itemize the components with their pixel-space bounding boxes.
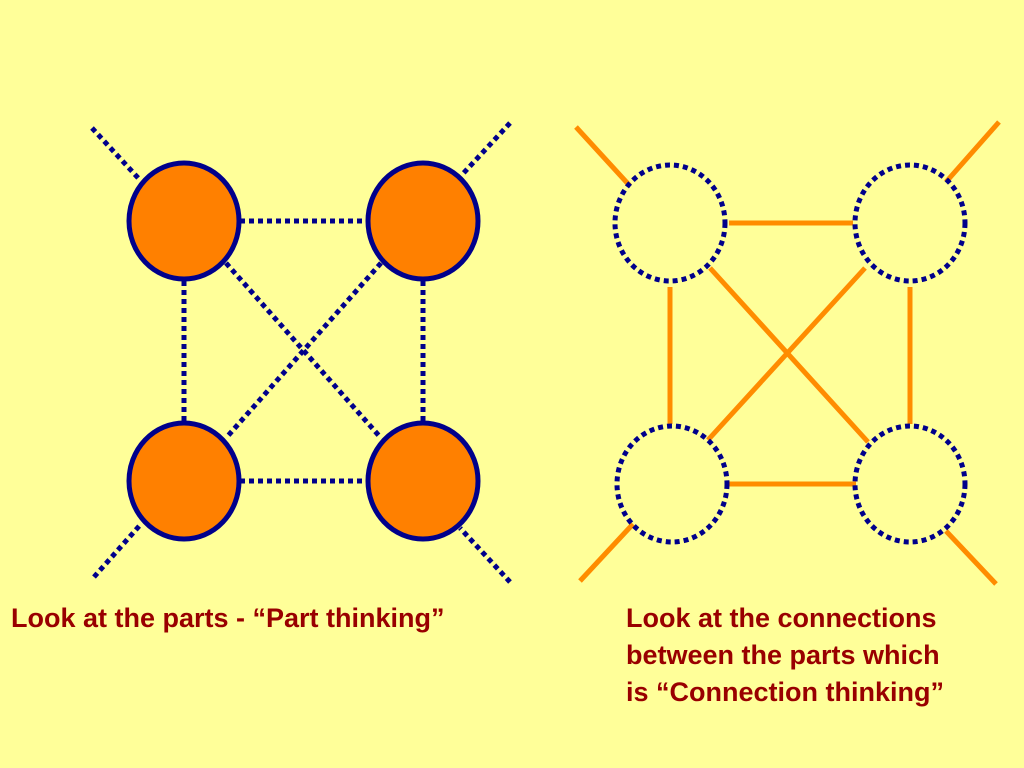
- node-top-left: [126, 160, 242, 282]
- caption-line: Look at the parts - “Part thinking”: [11, 603, 445, 633]
- link-diagonal-down: [708, 266, 870, 444]
- spoke-top-left: [90, 126, 142, 182]
- caption-line: is “Connection thinking”: [626, 677, 944, 707]
- spoke-top-left: [574, 125, 632, 188]
- caption-line: Look at the connections: [626, 603, 937, 633]
- connection-thinking-diagram: [574, 120, 1001, 586]
- caption-part-thinking: Look at the parts - “Part thinking”: [11, 600, 445, 637]
- node-bottom-right: [852, 423, 968, 545]
- link-diagonal-up: [706, 266, 867, 442]
- link-diagonal-down: [224, 261, 383, 440]
- node-bottom-left: [126, 420, 242, 542]
- part-thinking-diagram: [90, 121, 512, 584]
- node-top-right: [365, 160, 481, 282]
- node-top-right: [852, 162, 968, 284]
- spoke-top-right: [944, 120, 1001, 184]
- node-bottom-right: [365, 420, 481, 542]
- spoke-bottom-right: [458, 526, 512, 584]
- link-diagonal-up: [224, 261, 383, 440]
- spoke-bottom-left: [92, 522, 143, 579]
- spoke-bottom-right: [944, 529, 998, 586]
- spoke-top-right: [457, 121, 512, 180]
- node-bottom-left: [614, 423, 730, 545]
- spoke-bottom-left: [578, 522, 635, 583]
- caption-line: between the parts which: [626, 640, 940, 670]
- caption-connection-thinking: Look at the connections between the part…: [626, 600, 944, 711]
- node-top-left: [612, 162, 728, 284]
